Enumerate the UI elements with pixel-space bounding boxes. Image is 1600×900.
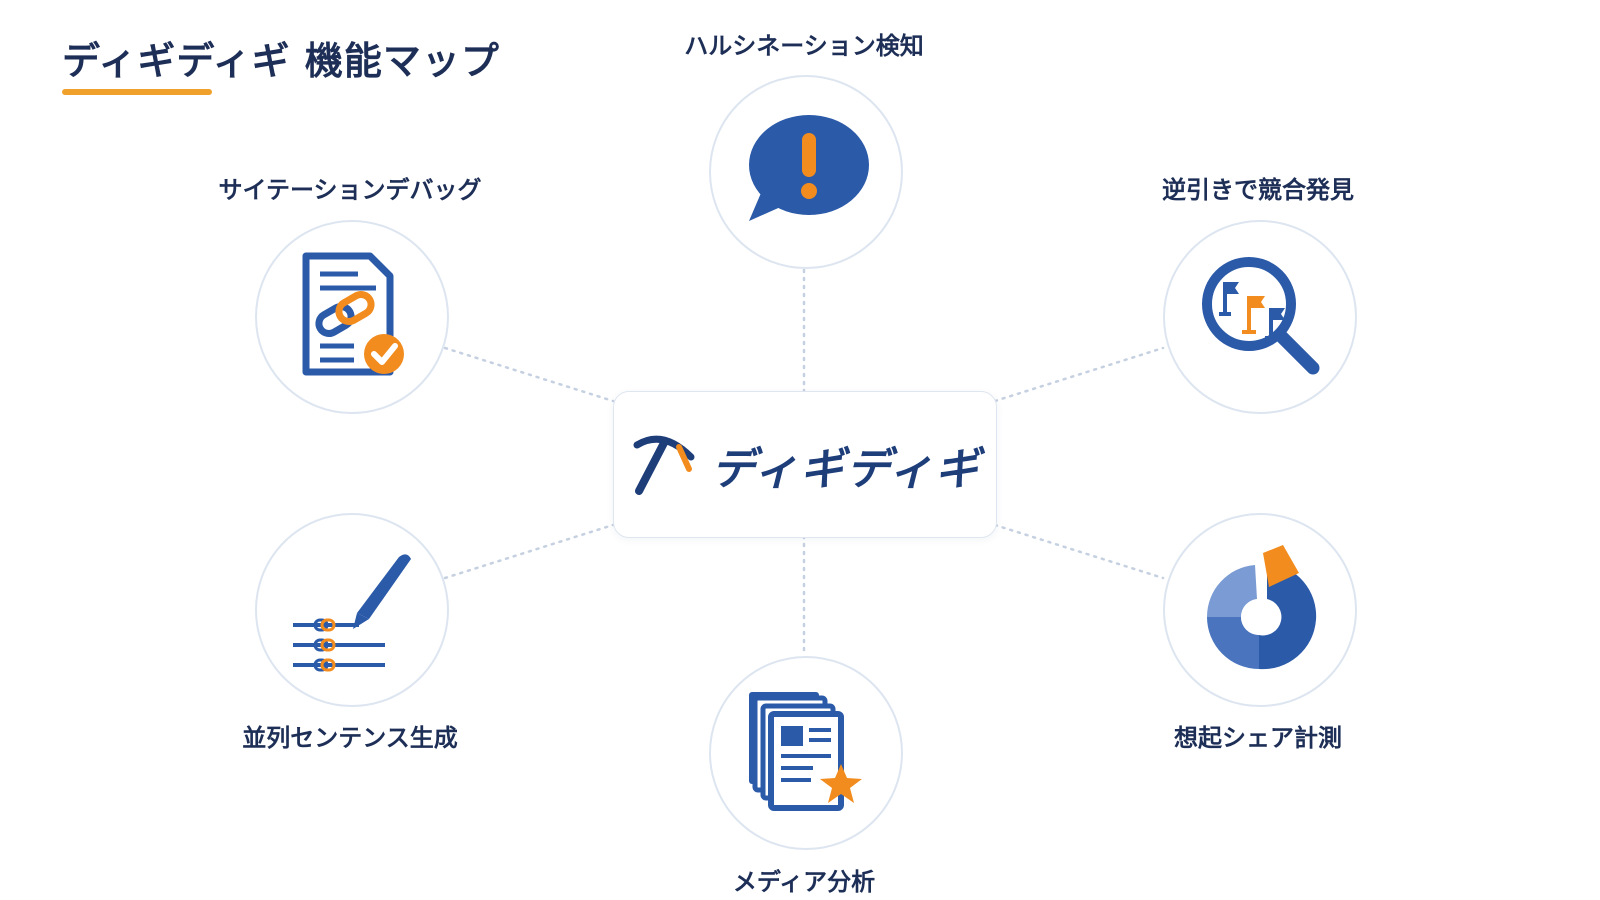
magnifier-flags-icon <box>1195 250 1325 384</box>
pen-link-lines-icon <box>287 543 417 677</box>
node-parallel-sentence <box>255 513 449 707</box>
label-recall-share: 想起シェア計測 <box>1174 724 1342 752</box>
logo-text: ディギディギ <box>711 443 981 495</box>
label-media-analysis: メディア分析 <box>732 868 876 896</box>
label-reverse-lookup: 逆引きで競合発見 <box>1162 176 1354 204</box>
label-hallucination: ハルシネーション検知 <box>684 32 924 60</box>
label-citation: サイテーションデバッグ <box>218 176 482 204</box>
center-logo-box: ディギディギ <box>613 391 997 538</box>
node-hallucination <box>709 75 903 269</box>
pickaxe-icon <box>629 429 697 501</box>
title-underline <box>62 89 212 95</box>
label-parallel-sentence: 並列センテンス生成 <box>242 724 458 752</box>
alert-speech-bubble-icon <box>741 113 871 232</box>
node-recall-share <box>1163 513 1357 707</box>
documents-star-icon <box>741 686 871 820</box>
node-citation <box>255 220 449 414</box>
page-title: ディギディギ 機能マップ <box>62 39 500 83</box>
node-media-analysis <box>709 656 903 850</box>
node-reverse-lookup <box>1163 220 1357 414</box>
document-link-check-icon <box>292 250 412 384</box>
donut-chart-icon <box>1195 543 1325 677</box>
